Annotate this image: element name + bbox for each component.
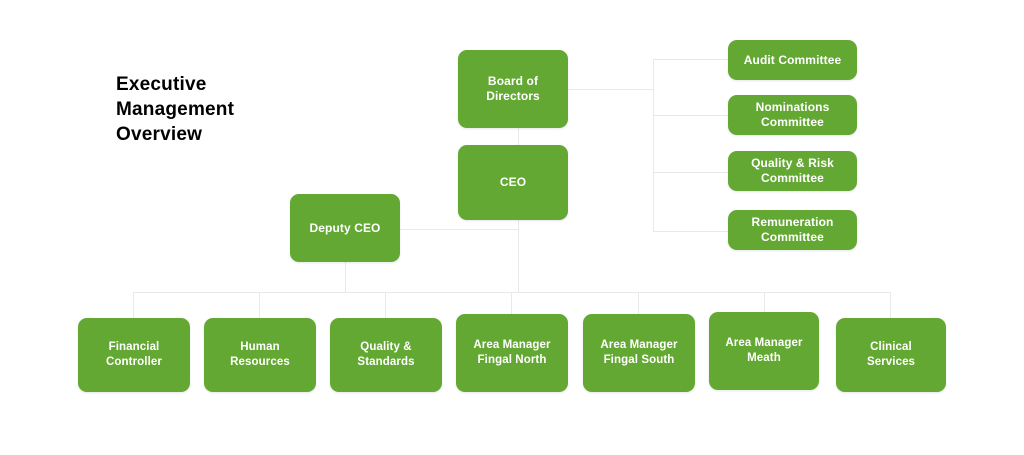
connector-trunk-to-remuneration — [653, 231, 728, 232]
node-deputy-ceo[interactable]: Deputy CEO — [290, 194, 400, 262]
connector-ceo-to-deputy-ceo — [400, 229, 518, 230]
connector-bus-to-clinical — [890, 292, 891, 318]
connector-ceo-to-bottom-bus — [518, 229, 519, 292]
node-ceo[interactable]: CEO — [458, 145, 568, 220]
connector-bus-to-quality-standards — [385, 292, 386, 318]
node-audit-committee[interactable]: Audit Committee — [728, 40, 857, 80]
node-remuneration-committee[interactable]: Remuneration Committee — [728, 210, 857, 250]
connector-trunk-to-quality-risk — [653, 172, 728, 173]
node-area-manager-fingal-south[interactable]: Area Manager Fingal South — [583, 314, 695, 392]
connector-bus-to-am-meath — [764, 292, 765, 312]
node-quality-risk-committee[interactable]: Quality & Risk Committee — [728, 151, 857, 191]
node-clinical-services[interactable]: Clinical Services — [836, 318, 946, 392]
connector-bus-to-hr — [259, 292, 260, 318]
connector-bus-to-financial — [133, 292, 134, 318]
connector-board-to-committee-trunk — [568, 89, 653, 90]
connector-committee-trunk — [653, 59, 654, 231]
node-nominations-committee[interactable]: Nominations Committee — [728, 95, 857, 135]
connector-trunk-to-nominations — [653, 115, 728, 116]
connector-deputy-ceo-to-bottom-bus — [345, 262, 346, 292]
connector-board-to-ceo — [518, 128, 519, 145]
node-area-manager-meath[interactable]: Area Manager Meath — [709, 312, 819, 390]
connector-trunk-to-audit — [653, 59, 728, 60]
connector-bus-to-am-fingal-south — [638, 292, 639, 314]
connector-bus-to-am-fingal-north — [511, 292, 512, 314]
node-board-of-directors[interactable]: Board of Directors — [458, 50, 568, 128]
node-area-manager-fingal-north[interactable]: Area Manager Fingal North — [456, 314, 568, 392]
node-human-resources[interactable]: Human Resources — [204, 318, 316, 392]
node-financial-controller[interactable]: Financial Controller — [78, 318, 190, 392]
connector-ceo-down-stub — [518, 220, 519, 229]
page-title: Executive Management Overview — [116, 74, 235, 145]
node-quality-standards[interactable]: Quality & Standards — [330, 318, 442, 392]
